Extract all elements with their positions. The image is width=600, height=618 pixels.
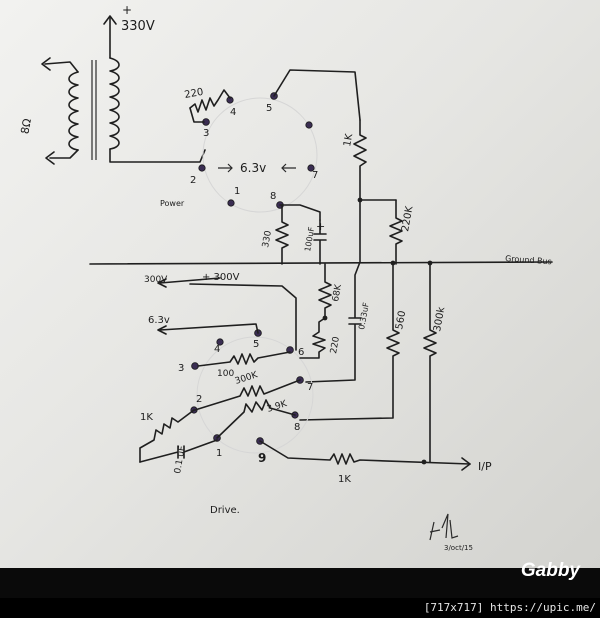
label-plus300v: + 300V — [202, 272, 240, 283]
power-pin-5: 5 — [266, 103, 272, 114]
footer-source-text[interactable]: [717x717] https://upic.me/ — [423, 601, 596, 614]
resistor-1k-plate — [353, 119, 367, 201]
label-300k-right: 300k — [432, 306, 447, 333]
capacitor-033uf — [305, 199, 362, 383]
resistor-560 — [299, 261, 400, 421]
resistor-220k — [389, 199, 403, 265]
amplifier-schematic: 330V + 8Ω 4 5 3 2 1 8 7 6.3v Power 220 1… — [18, 3, 553, 552]
resistor-220-top — [189, 89, 231, 123]
resistor-1k-input — [259, 440, 471, 465]
drive-pin-6: 6 — [298, 347, 304, 358]
signature-scribble — [429, 513, 459, 541]
drive-pin-7: 7 — [307, 382, 313, 393]
resistor-1k-left — [139, 409, 195, 463]
power-heater-label: 6.3v — [240, 161, 266, 175]
label-300k-mid: 300K — [234, 370, 260, 387]
rail-300v — [157, 277, 221, 288]
label-033uf: 0.33uF — [357, 301, 371, 330]
signature-date: 3/oct/15 — [444, 544, 473, 552]
rail-plus300v — [189, 283, 297, 351]
plate-wire — [273, 69, 361, 121]
label-1k-input: 1K — [338, 474, 351, 485]
power-label: Power — [160, 199, 185, 208]
drive-label: Drive. — [210, 505, 240, 516]
drive-pin-1: 1 — [216, 448, 222, 459]
label-220k: 220K — [400, 205, 415, 233]
resistor-220-bottom — [299, 317, 326, 359]
power-tube-pins — [198, 92, 315, 209]
drive-pin-5: 5 — [253, 339, 259, 350]
resistor-300k-mid — [194, 379, 301, 411]
capacitor-100uf — [313, 219, 327, 265]
power-pin-7: 7 — [312, 170, 318, 181]
input-arrow — [461, 457, 471, 471]
footer-bar — [0, 598, 600, 618]
power-pin-2: 2 — [190, 175, 196, 186]
drive-pin-2: 2 — [196, 394, 202, 405]
label-1k-plate: 1K — [342, 132, 355, 147]
speaker-8ohm-label: 8Ω — [18, 118, 33, 135]
ground-bus-line — [89, 261, 553, 265]
drive-pin-9: 9 — [258, 451, 266, 465]
plus-top: + — [122, 3, 132, 17]
resistor-330 — [275, 204, 289, 265]
heater-arrow-right — [281, 163, 296, 173]
power-pin-3: 3 — [203, 128, 209, 139]
drive-pin-3: 3 — [178, 363, 184, 374]
input-junction — [421, 459, 427, 465]
drive-heater-label: 6.3v — [148, 315, 170, 326]
power-pin-1: 1 — [234, 186, 240, 197]
label-1k-left: 1K — [140, 412, 153, 423]
label-220-top: 220 — [184, 87, 205, 101]
capacitor-01uf — [139, 439, 218, 463]
resistor-68k — [318, 263, 332, 319]
resistor-300k-right — [423, 261, 437, 463]
resistor-39k — [216, 399, 296, 439]
label-01uf: 0.1 uF — [173, 445, 188, 474]
input-label: I/P — [478, 460, 492, 473]
drive-tube-socket — [196, 336, 314, 454]
cathode-wire — [279, 204, 321, 221]
drive-pin-4: 4 — [214, 344, 220, 355]
label-68k: 68K — [331, 283, 344, 303]
cap-plus: + — [316, 220, 325, 233]
gabby-watermark: Gabby — [520, 560, 580, 581]
hv-330v-label: 330V — [121, 19, 155, 34]
label-100: 100 — [217, 369, 234, 379]
schematic-sheet: 330V + 8Ω 4 5 3 2 1 8 7 6.3v Power 220 1… — [0, 0, 600, 568]
label-300v: 300V — [144, 275, 168, 285]
power-tube-socket — [202, 97, 318, 213]
drive-tube-pins — [190, 329, 304, 445]
resistor-100 — [197, 351, 291, 367]
junction-dots — [322, 197, 433, 321]
drive-heater-arrow — [157, 323, 259, 335]
label-560: 560 — [394, 310, 408, 331]
label-220-bottom: 220 — [329, 336, 342, 355]
ground-bus-label: Ground Bus — [505, 254, 552, 266]
output-transformer — [41, 15, 206, 165]
drive-pin-8: 8 — [294, 422, 300, 433]
label-330: 330 — [261, 230, 274, 249]
heater-arrow-left — [218, 163, 233, 173]
power-pin-8: 8 — [270, 191, 276, 202]
power-pin-4: 4 — [230, 107, 236, 118]
label-100uf: 100uF — [303, 226, 316, 253]
